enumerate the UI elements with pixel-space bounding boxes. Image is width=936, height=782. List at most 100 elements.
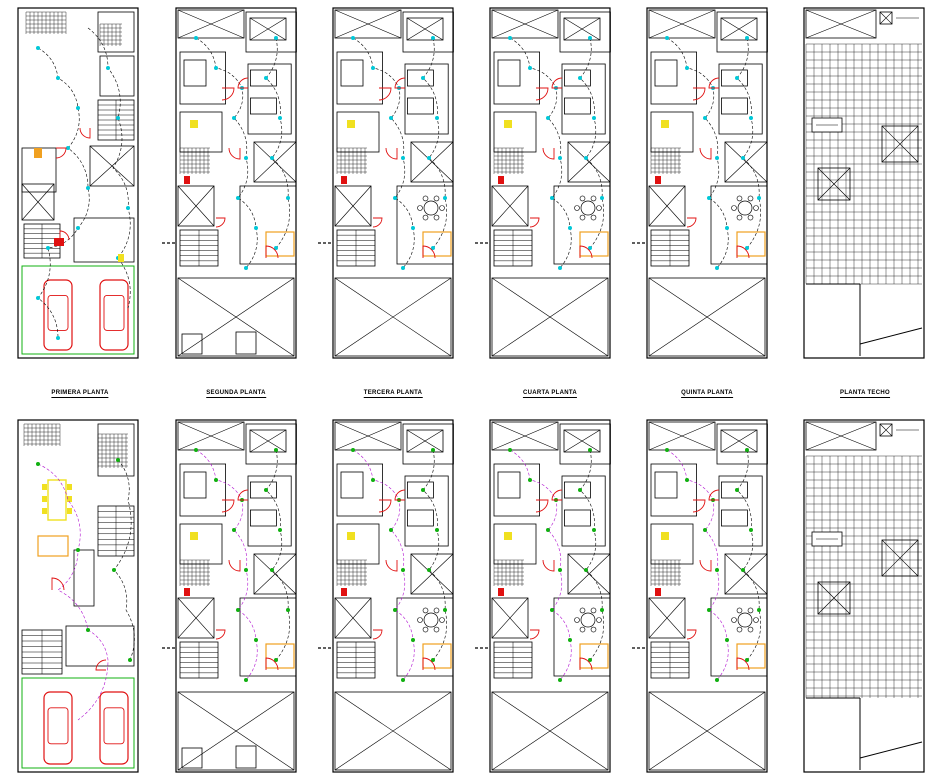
small-box bbox=[235, 745, 257, 769]
void-diagonal bbox=[491, 185, 529, 227]
void-diagonal bbox=[177, 185, 215, 227]
light-fixture bbox=[274, 448, 278, 452]
bedroom-left bbox=[336, 463, 383, 517]
light-fixture bbox=[725, 226, 729, 230]
plan-upper-5 bbox=[646, 7, 768, 359]
room-kitchen bbox=[99, 55, 135, 97]
shaft bbox=[410, 553, 454, 595]
light-fixture bbox=[443, 196, 447, 200]
bedroom-left bbox=[650, 463, 697, 517]
shaft bbox=[253, 141, 297, 183]
door-swing bbox=[385, 559, 398, 572]
void-bottom bbox=[177, 691, 295, 771]
door-swing bbox=[55, 147, 67, 159]
room-top-right bbox=[559, 11, 611, 53]
void-diagonal bbox=[648, 9, 716, 39]
closet-b bbox=[249, 509, 277, 527]
light-fixture bbox=[745, 246, 749, 250]
void-diagonal bbox=[805, 9, 877, 39]
sofa bbox=[579, 231, 609, 257]
light-fixture bbox=[86, 628, 90, 632]
door-swing bbox=[699, 559, 712, 572]
light-fixture bbox=[214, 478, 218, 482]
bath-tiles bbox=[336, 559, 367, 586]
door-swing bbox=[215, 217, 226, 228]
skylight-left bbox=[817, 167, 851, 201]
light-fixture bbox=[393, 608, 397, 612]
living-dining bbox=[239, 185, 297, 265]
closet-a bbox=[406, 69, 434, 87]
void-bottom bbox=[491, 277, 609, 357]
room-top-right bbox=[716, 11, 768, 53]
bedroom-left bbox=[179, 463, 226, 517]
bedroom-left bbox=[493, 463, 540, 517]
light-fixture bbox=[411, 226, 415, 230]
void-diagonal bbox=[648, 421, 716, 451]
light-fixture bbox=[421, 76, 425, 80]
bed bbox=[563, 429, 601, 453]
light-fixture bbox=[232, 528, 236, 532]
void-top bbox=[648, 9, 716, 39]
light-fixture bbox=[278, 528, 282, 532]
light-fixture bbox=[546, 528, 550, 532]
light-fixture bbox=[749, 116, 753, 120]
door-swing bbox=[579, 657, 593, 671]
void-diagonal bbox=[253, 141, 297, 183]
bedroom-left bbox=[179, 51, 226, 105]
void-diagonal bbox=[567, 553, 611, 595]
void-diagonal bbox=[334, 691, 452, 771]
sofa bbox=[34, 148, 42, 158]
plan-first-1 bbox=[17, 7, 139, 359]
circuit-line bbox=[579, 449, 604, 661]
door-swing bbox=[221, 87, 235, 101]
room-top-right bbox=[559, 423, 611, 465]
patio bbox=[21, 183, 55, 221]
light-fixture bbox=[56, 76, 60, 80]
skylight-left bbox=[817, 581, 851, 615]
bath-area bbox=[179, 523, 223, 565]
light-fixture bbox=[707, 608, 711, 612]
void-diagonal bbox=[410, 553, 454, 595]
room-hall bbox=[73, 217, 135, 263]
light-fixture bbox=[274, 658, 278, 662]
door-swing bbox=[529, 217, 540, 228]
light-fixture bbox=[56, 336, 60, 340]
door-swing bbox=[95, 659, 107, 671]
living-dining bbox=[710, 597, 768, 677]
garden-pattern bbox=[23, 423, 61, 446]
bath-area bbox=[336, 523, 380, 565]
light-fixture bbox=[757, 196, 761, 200]
vanity bbox=[347, 120, 355, 128]
roof-vent bbox=[879, 423, 893, 437]
bath-tiles bbox=[97, 433, 128, 468]
door-swing bbox=[215, 629, 226, 640]
void-diagonal bbox=[177, 277, 295, 357]
garage bbox=[21, 677, 135, 769]
light-fixture bbox=[236, 608, 240, 612]
dining-table bbox=[574, 607, 602, 633]
light-fixture bbox=[116, 116, 120, 120]
door-swing bbox=[699, 147, 712, 160]
living-dining bbox=[553, 185, 611, 265]
room-top-right bbox=[245, 423, 297, 465]
closet-a bbox=[564, 69, 591, 87]
plan-outline bbox=[17, 419, 139, 773]
light-fixture bbox=[725, 638, 729, 642]
light-fixture bbox=[274, 36, 278, 40]
door-swing bbox=[372, 217, 383, 228]
bath-tiles bbox=[336, 147, 367, 174]
shaft bbox=[89, 145, 135, 187]
living-dining bbox=[239, 597, 297, 677]
closets bbox=[718, 475, 763, 547]
bed bbox=[183, 59, 207, 87]
door-swing bbox=[535, 87, 549, 101]
light-fixture bbox=[508, 448, 512, 452]
door-swing bbox=[579, 245, 593, 259]
vanity bbox=[504, 120, 512, 128]
sofa bbox=[736, 231, 766, 257]
bath-area bbox=[336, 111, 380, 153]
bed bbox=[340, 59, 364, 87]
circuit-line bbox=[352, 449, 415, 681]
light-fixture bbox=[371, 66, 375, 70]
void-top bbox=[648, 421, 716, 451]
